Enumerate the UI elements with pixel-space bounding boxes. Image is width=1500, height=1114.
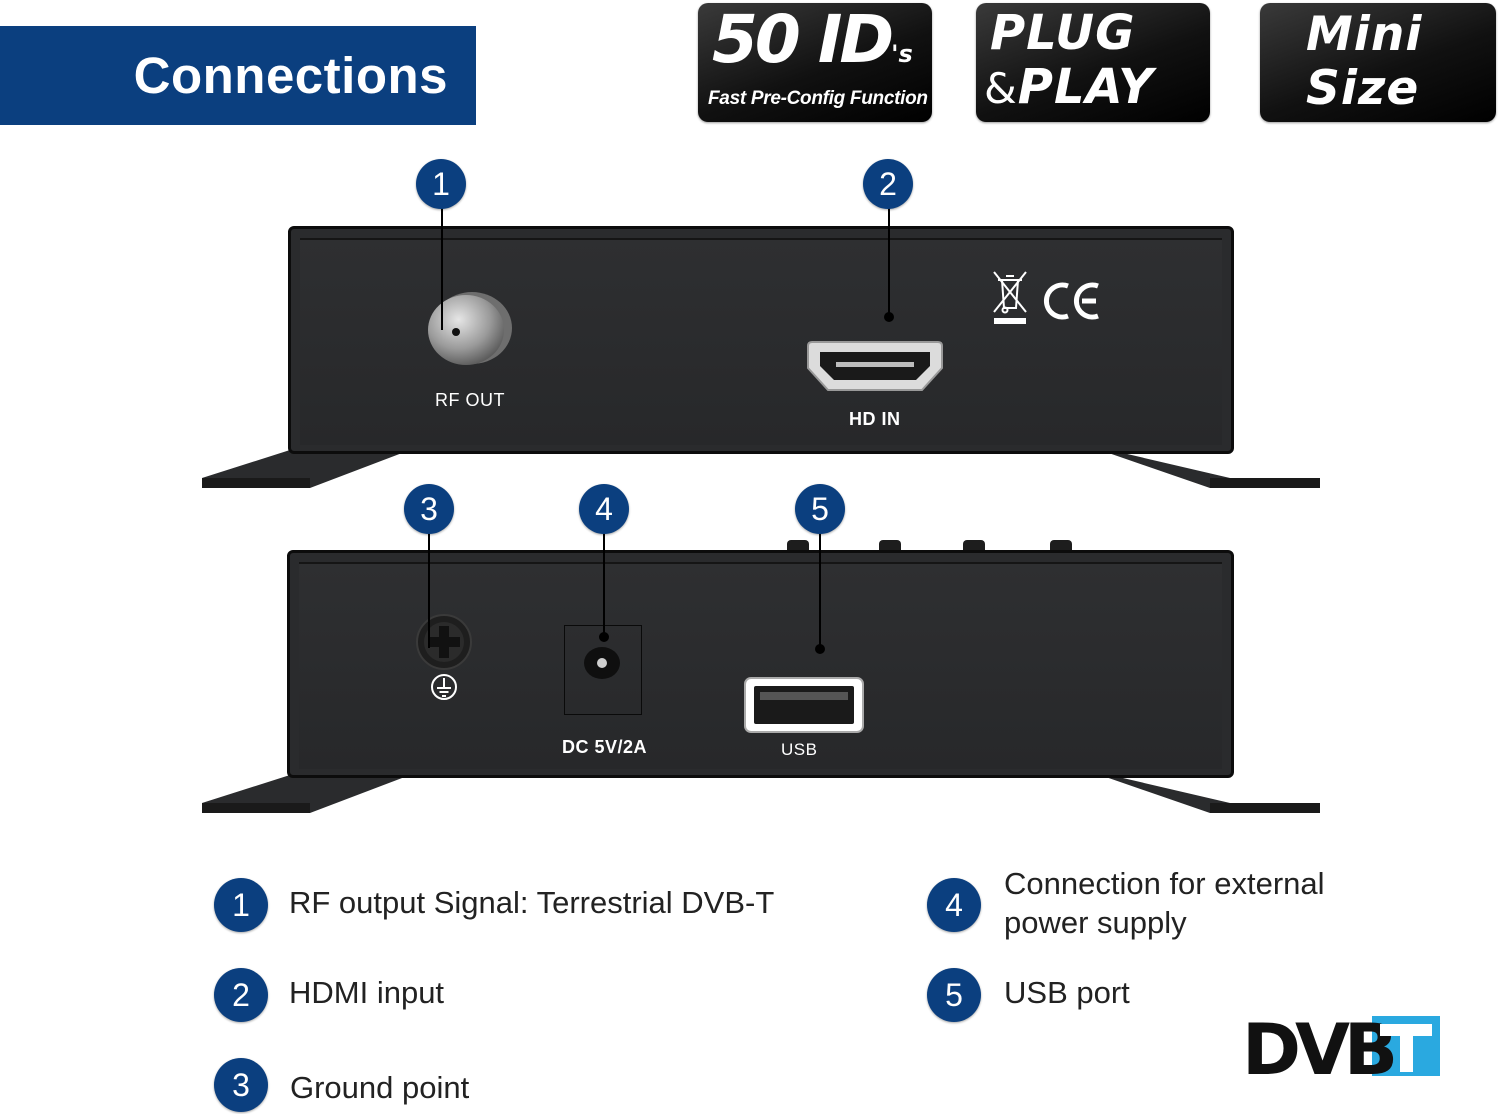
usb-port [744, 677, 864, 733]
legend-badge-5: 5 [927, 968, 981, 1022]
weee-bin-icon [993, 271, 1027, 324]
badge-50-ids-suffix: 's [891, 40, 913, 68]
hd-in-label: HD IN [849, 409, 901, 429]
page-title: Connections [133, 47, 448, 104]
legend-badge-1: 1 [214, 878, 268, 932]
dvb-t-logo: DVB [1242, 1014, 1440, 1080]
svg-text:DVB: DVB [1242, 1014, 1394, 1080]
badge-plug: PLUG [990, 5, 1136, 61]
callout-badge-3: 3 [404, 484, 454, 534]
badge-amp: & [984, 64, 1018, 113]
rear-mounting-feet [202, 775, 1320, 813]
legend-badge-2: 2 [214, 968, 268, 1022]
callout-line-4 [603, 530, 605, 636]
ground-screw [416, 614, 472, 700]
callout-line-3 [428, 530, 430, 648]
ground-symbol-icon [431, 674, 457, 700]
callout-badge-1: 1 [416, 159, 466, 209]
badge-mini: Mini [1306, 7, 1423, 62]
usb-label: USB [781, 740, 818, 759]
legend-text-4: Connection for external power supply [1004, 866, 1325, 940]
rf-out-label: RF OUT [435, 390, 505, 410]
badge-50-ids-sub: Fast Pre-Config Function [708, 88, 928, 109]
legend-text-5: USB port [1004, 975, 1130, 1010]
callout-badge-5: 5 [795, 484, 845, 534]
callout-dot-2 [884, 312, 894, 322]
connections-banner: Connections [0, 26, 476, 125]
badge-mini-size: Mini Size [1260, 3, 1496, 122]
callout-dot-4 [599, 632, 609, 642]
badge-50-ids-main: 50 ID [712, 3, 894, 78]
callout-line-5 [819, 530, 821, 648]
badge-play: PLAY [1017, 59, 1154, 115]
callout-line-2 [888, 206, 890, 316]
hdmi-port [807, 341, 943, 391]
rf-out-connector [428, 292, 512, 365]
ce-mark-icon [1044, 282, 1099, 320]
badge-size: Size [1306, 61, 1420, 116]
dc-power-jack [584, 647, 620, 679]
front-mounting-feet [202, 450, 1320, 488]
badge-plug-play: PLUG &PLAY [976, 3, 1210, 122]
dc-label: DC 5V/2A [562, 737, 648, 757]
callout-badge-4: 4 [579, 484, 629, 534]
badge-50-ids: 50 ID's Fast Pre-Config Function [698, 3, 932, 122]
callout-badge-2: 2 [863, 159, 913, 209]
legend-badge-3: 3 [214, 1058, 268, 1112]
legend-text-3: Ground point [290, 1070, 470, 1105]
callout-dot-5 [815, 644, 825, 654]
legend-text-2: HDMI input [289, 975, 445, 1010]
legend-badge-4: 4 [927, 878, 981, 932]
legend-text-1: RF output Signal: Terrestrial DVB-T [289, 885, 775, 920]
callout-line-1 [441, 206, 443, 330]
